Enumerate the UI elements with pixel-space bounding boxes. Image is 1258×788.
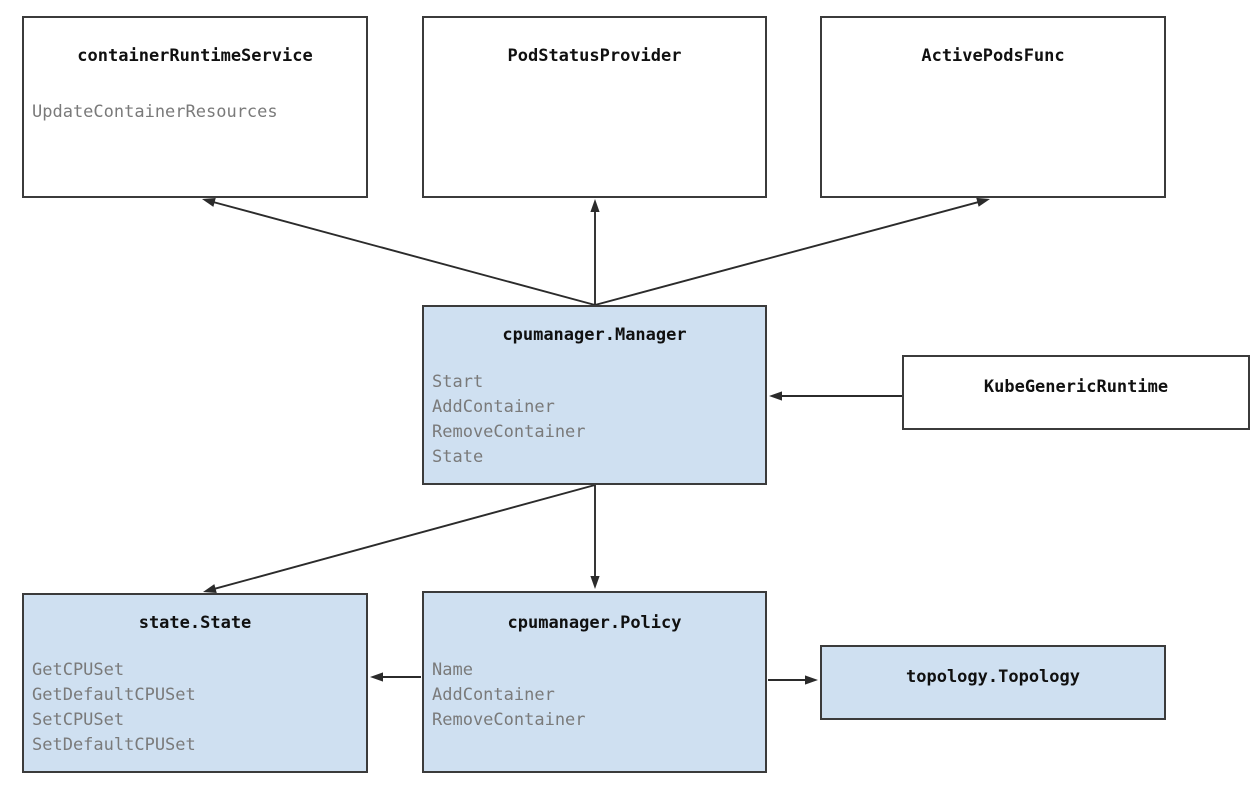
uml-member: SetCPUSet (32, 710, 125, 730)
uml-member: Name (432, 660, 473, 680)
uml-member: RemoveContainer (432, 422, 586, 442)
arrowhead-manager-to-stateState (203, 584, 217, 594)
uml-node-podStatusProvider: PodStatusProvider (422, 16, 767, 198)
uml-member: RemoveContainer (432, 710, 586, 730)
edge-manager-to-podStatusProvider (590, 199, 600, 305)
uml-node-kubeGenericRuntime: KubeGenericRuntime (902, 355, 1250, 430)
edge-line (212, 200, 596, 306)
uml-node-title-containerRuntimeService: containerRuntimeService (77, 46, 313, 66)
uml-node-title-topologyTopology: topology.Topology (906, 667, 1080, 687)
uml-node-title-podStatusProvider: PodStatusProvider (507, 46, 682, 66)
uml-member: AddContainer (432, 397, 555, 417)
uml-member: UpdateContainerResources (32, 102, 278, 122)
arrowhead-manager-to-containerRuntimeService (202, 197, 216, 207)
uml-node-title-cpumanagerManager: cpumanager.Manager (502, 325, 687, 345)
uml-member: SetDefaultCPUSet (32, 735, 196, 755)
arrowhead-manager-to-activePodsFunc (976, 197, 990, 207)
uml-node-title-kubeGenericRuntime: KubeGenericRuntime (983, 377, 1169, 397)
edge-manager-to-stateState (203, 484, 596, 594)
uml-node-title-cpumanagerPolicy: cpumanager.Policy (507, 613, 682, 633)
uml-node-activePodsFunc: ActivePodsFunc (820, 16, 1166, 198)
edge-policy-to-topology (768, 675, 818, 685)
uml-node-members-containerRuntimeService: UpdateContainerResources (24, 100, 366, 125)
uml-member: Start (432, 372, 484, 392)
uml-node-title-stateState: state.State (138, 613, 252, 633)
uml-node-topologyTopology: topology.Topology (820, 645, 1166, 720)
arrowhead-kubeGenericRuntime-to-manager (769, 391, 782, 401)
edge-manager-to-policy (590, 485, 600, 589)
edge-manager-to-activePodsFunc (594, 197, 990, 306)
uml-member: State (432, 447, 484, 467)
arrowhead-policy-to-topology (805, 675, 818, 685)
uml-member: GetCPUSet (32, 660, 125, 680)
arrowhead-manager-to-policy (590, 576, 600, 589)
uml-member: AddContainer (432, 685, 555, 705)
uml-node-title-activePodsFunc: ActivePodsFunc (921, 46, 1065, 66)
edge-policy-to-stateState (370, 672, 421, 682)
edge-line (213, 484, 596, 591)
arrowhead-policy-to-stateState (370, 672, 383, 682)
uml-member: GetDefaultCPUSet (32, 685, 196, 705)
edge-kubeGenericRuntime-to-manager (769, 391, 902, 401)
arrowhead-manager-to-podStatusProvider (590, 199, 600, 212)
edge-line (594, 200, 980, 306)
edge-manager-to-containerRuntimeService (202, 197, 596, 306)
